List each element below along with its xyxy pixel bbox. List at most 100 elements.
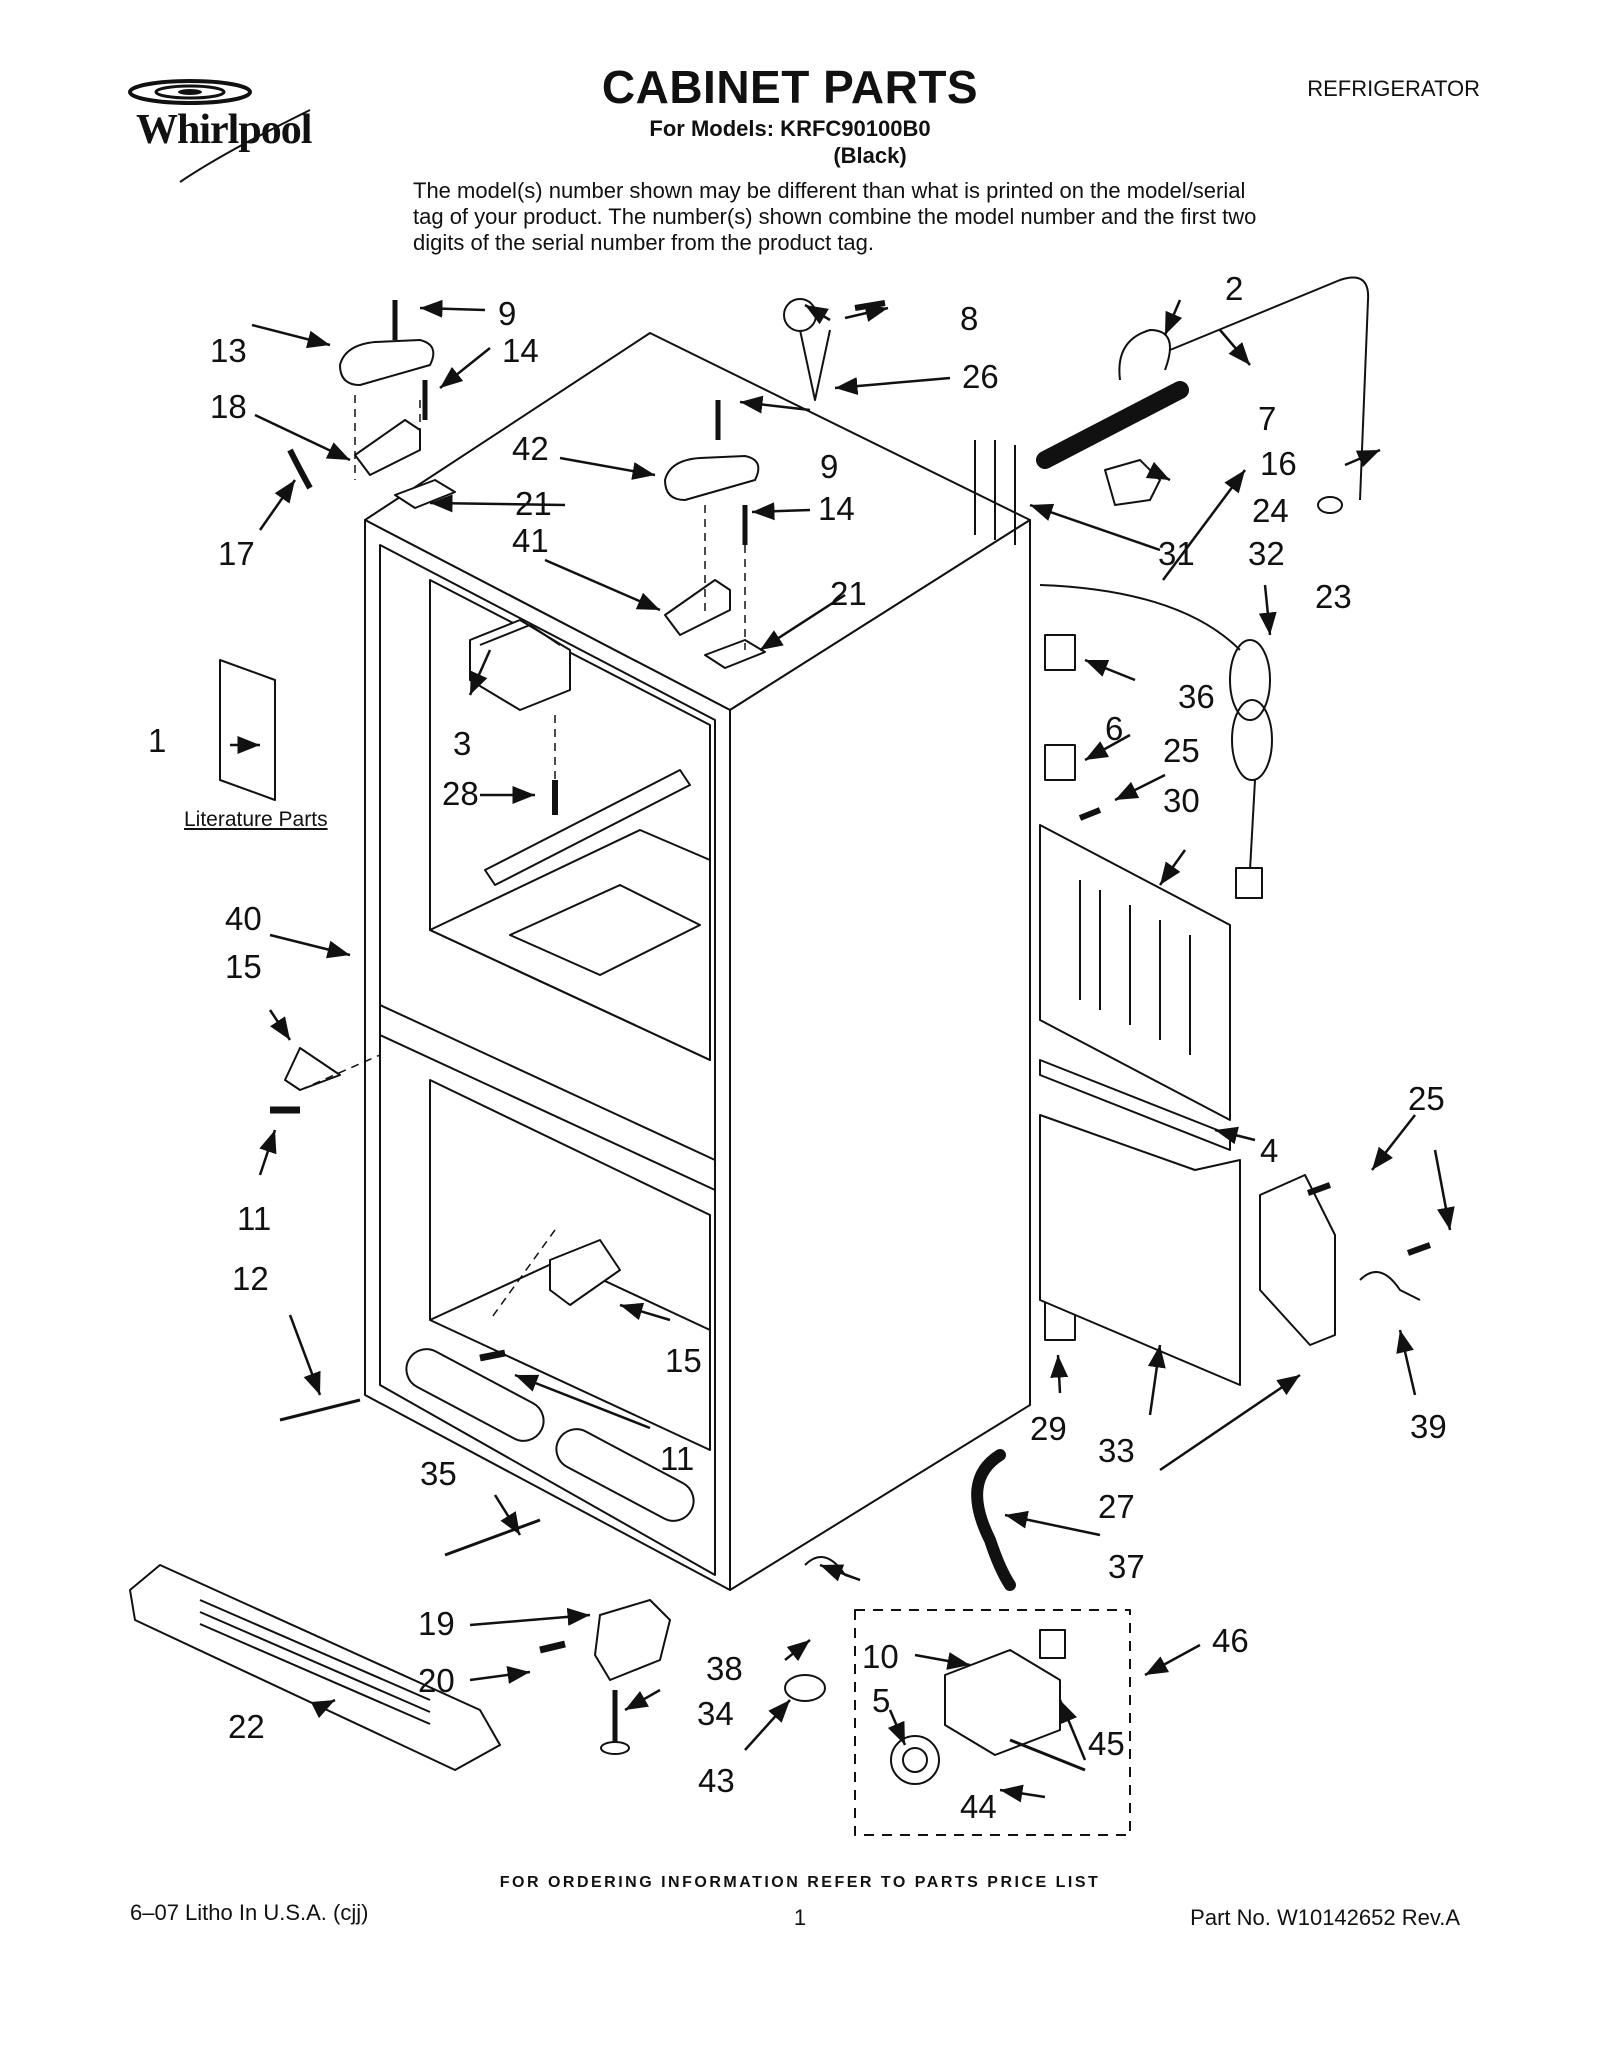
part-35: [444, 1518, 541, 1557]
callout-39: 39: [1410, 1408, 1447, 1445]
part-6: [1044, 744, 1076, 781]
part-2: [1036, 381, 1189, 469]
part-8: [854, 300, 886, 311]
callout-21b: 21: [830, 575, 867, 612]
callout-41: 41: [512, 522, 549, 559]
part-12: [279, 1398, 361, 1422]
part-36: [1044, 634, 1076, 671]
cabinet-front-frame: [379, 544, 716, 1576]
callout-17: 17: [218, 535, 255, 572]
callout-26: 26: [962, 358, 999, 395]
cabinet-side: [729, 519, 1031, 1591]
part-1-literature: [219, 659, 276, 801]
callout-10: 10: [862, 1638, 899, 1675]
callout-5: 5: [872, 1682, 890, 1719]
part-24: [1169, 276, 1370, 501]
callout-27: 27: [1098, 1488, 1135, 1525]
callout-35: 35: [420, 1455, 457, 1492]
model-note: The model(s) number shown may be differe…: [413, 178, 1257, 255]
callout-16: 16: [1260, 445, 1297, 482]
model-color: (Black): [833, 143, 907, 168]
brand-name: Whirlpool: [136, 107, 312, 153]
part-19: [594, 1599, 671, 1681]
part-11b: [479, 1349, 506, 1362]
callout-30: 30: [1163, 782, 1200, 819]
callout-36: 36: [1178, 678, 1215, 715]
part-26: [783, 298, 817, 332]
literature-parts-label: Literature Parts: [184, 808, 328, 831]
callout-9a: 9: [498, 295, 516, 332]
part-33: [1039, 1114, 1241, 1386]
callout-21a: 21: [515, 485, 552, 522]
callout-32: 32: [1248, 535, 1285, 572]
callout-7: 7: [1258, 400, 1276, 437]
liner-crisper-recess: [509, 884, 701, 976]
part-4: [1039, 1059, 1231, 1151]
part-45: [1039, 1629, 1066, 1659]
part-32: [1229, 639, 1271, 721]
callout-45: 45: [1088, 1725, 1125, 1762]
part-22: [129, 1564, 501, 1771]
callout-31: 31: [1158, 535, 1195, 572]
callout-18: 18: [210, 388, 247, 425]
liner-floor: [429, 829, 711, 1061]
callout-20: 20: [418, 1662, 455, 1699]
appliance-category: REFRIGERATOR: [1307, 76, 1480, 101]
callout-14a: 14: [502, 332, 539, 369]
callout-42: 42: [512, 430, 549, 467]
part-37: [971, 1449, 1016, 1591]
brand-logo: Whirlpool: [120, 70, 370, 190]
shelf-rail: [484, 769, 691, 886]
callout-15b: 15: [665, 1342, 702, 1379]
part-23: [1317, 496, 1343, 514]
part-39: [1359, 1271, 1421, 1301]
part-25c: [1406, 1242, 1432, 1256]
callout-12: 12: [232, 1260, 269, 1297]
base-vent-2: [555, 1428, 695, 1522]
part-25b: [1306, 1182, 1332, 1196]
part-42: [664, 455, 760, 501]
callout-14b: 14: [818, 490, 855, 527]
part-41: [664, 579, 731, 636]
model-number: For Models: KRFC90100B0: [649, 116, 931, 141]
callout-9b: 9: [820, 448, 838, 485]
callout-25a: 25: [1163, 732, 1200, 769]
part-18: [354, 419, 421, 476]
callout-28: 28: [442, 775, 479, 812]
callout-19: 19: [418, 1605, 455, 1642]
part-31: [974, 440, 1016, 545]
part-27: [1259, 1174, 1336, 1346]
callout-3: 3: [453, 725, 471, 762]
callout-38: 38: [706, 1650, 743, 1687]
part-17: [287, 448, 313, 490]
part-5: [890, 1735, 940, 1785]
part-46-box: [854, 1609, 1131, 1836]
litho-info: 6–07 Litho In U.S.A. (cjj): [130, 1900, 369, 1925]
part-15a: [284, 1047, 341, 1091]
divider-mullion: [379, 1004, 716, 1191]
callout-37: 37: [1108, 1548, 1145, 1585]
callout-29: 29: [1030, 1410, 1067, 1447]
part-20: [539, 1640, 566, 1654]
callout-8: 8: [960, 300, 978, 337]
callout-13: 13: [210, 332, 247, 369]
part-25a: [1078, 807, 1102, 821]
callout-4: 4: [1260, 1132, 1278, 1169]
callout-33: 33: [1098, 1432, 1135, 1469]
callout-6: 6: [1105, 710, 1123, 747]
part-43: [784, 1674, 826, 1702]
part-16: [1104, 459, 1161, 506]
logo-swirl: [128, 79, 311, 183]
callout-2: 2: [1225, 270, 1243, 307]
callout-1: 1: [148, 722, 166, 759]
cabinet-front: [364, 519, 731, 1591]
callout-15a: 15: [225, 948, 262, 985]
part-15b: [549, 1239, 621, 1306]
callout-34: 34: [697, 1695, 734, 1732]
part-13: [339, 339, 435, 386]
base-vent-1: [405, 1348, 545, 1442]
callout-40: 40: [225, 900, 262, 937]
callout-44: 44: [960, 1788, 997, 1825]
callout-11a: 11: [237, 1200, 271, 1237]
